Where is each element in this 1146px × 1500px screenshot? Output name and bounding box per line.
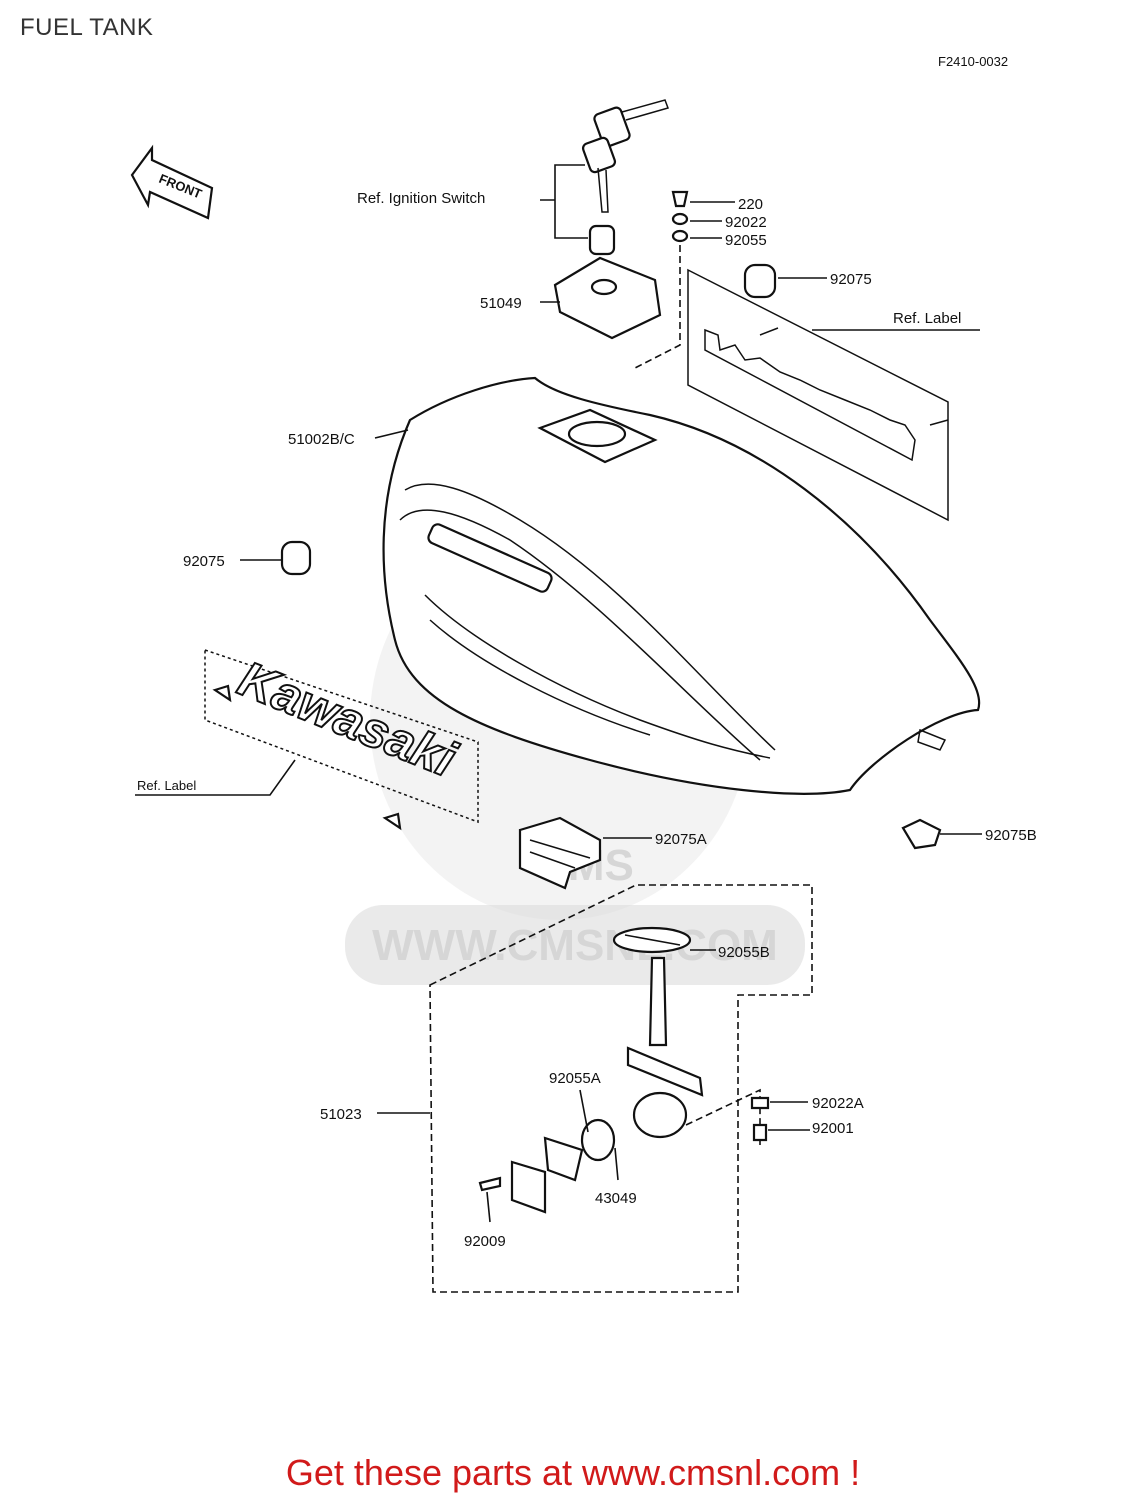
label-92001: 92001 [812, 1120, 854, 1137]
label-92055b: 92055B [718, 944, 770, 961]
gasket-icon [612, 926, 692, 954]
label-92009: 92009 [464, 1233, 506, 1250]
label-92075b: 92075B [985, 827, 1037, 844]
front-arrow-icon: FRONT [130, 144, 214, 220]
label-92022: 92022 [725, 214, 767, 231]
label-92055: 92055 [725, 232, 767, 249]
fuel-cap-icon [553, 256, 662, 340]
label-92022a: 92022A [812, 1095, 864, 1112]
page-title: FUEL TANK [20, 14, 154, 41]
label-panel-top [687, 268, 949, 522]
tank-damper-icon [518, 816, 602, 890]
screw-washer-icon [671, 190, 689, 243]
label-ref-label-top: Ref. Label [893, 310, 961, 327]
label-51049: 51049 [480, 295, 522, 312]
fuel-tank-icon [382, 376, 981, 795]
label-ref-ignition-switch: Ref. Ignition Switch [357, 190, 485, 207]
label-92055a: 92055A [549, 1070, 601, 1087]
label-92075-top: 92075 [830, 271, 872, 288]
ignition-key-icon [581, 99, 669, 256]
grommet-icon [901, 818, 942, 850]
rubber-damper-left-icon [280, 540, 312, 576]
label-51002: 51002B/C [288, 431, 355, 448]
label-92075-left: 92075 [183, 553, 225, 570]
label-220: 220 [738, 196, 763, 213]
label-92075a: 92075A [655, 831, 707, 848]
footer-promo-text[interactable]: Get these parts at www.cmsnl.com ! [285, 1452, 861, 1493]
fuel-cock-assembly-boundary [429, 884, 813, 1293]
watermark-text: WWW.CMSNL.COM [372, 921, 778, 970]
rubber-damper-icon [743, 263, 777, 299]
label-43049: 43049 [595, 1190, 637, 1207]
label-ref-label-left: Ref. Label [137, 778, 196, 793]
bolt-washer-icon [750, 1096, 770, 1142]
diagram-code: F2410-0032 [938, 54, 1008, 69]
label-51023: 51023 [320, 1106, 362, 1123]
fuel-cock-icon [478, 956, 704, 1214]
